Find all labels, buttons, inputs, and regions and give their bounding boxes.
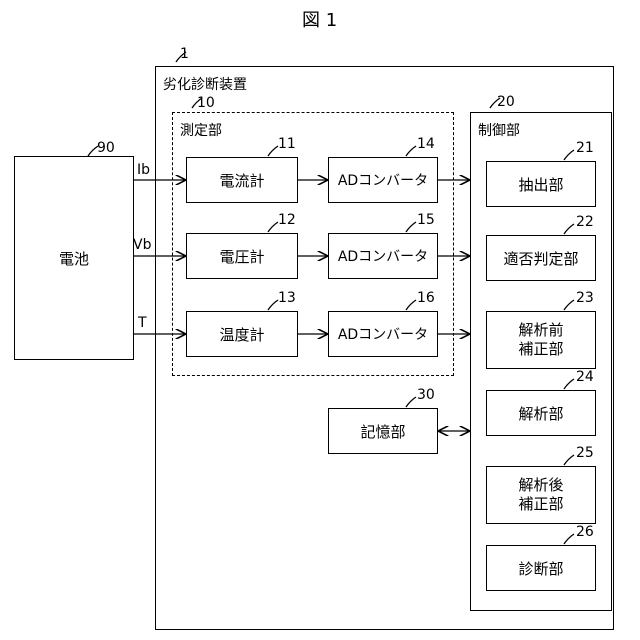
leader-storage — [406, 397, 416, 407]
leader-diagnosis — [564, 534, 574, 544]
leader-pre-correction — [564, 300, 574, 310]
leader-battery — [88, 146, 98, 156]
leader-post-correction — [564, 455, 574, 465]
leader-analysis — [564, 379, 574, 389]
leader-voltage-meter — [268, 222, 278, 232]
leader-ad3 — [406, 300, 416, 310]
leader-extraction — [564, 150, 574, 160]
leader-thermometer — [268, 300, 278, 310]
leader-current-meter — [268, 146, 278, 156]
leader-suitability — [564, 224, 574, 234]
leader-device — [176, 52, 186, 62]
leader-ad2 — [406, 222, 416, 232]
leader-measure — [192, 98, 202, 108]
leader-ad1 — [406, 146, 416, 156]
leader-control — [490, 98, 500, 108]
